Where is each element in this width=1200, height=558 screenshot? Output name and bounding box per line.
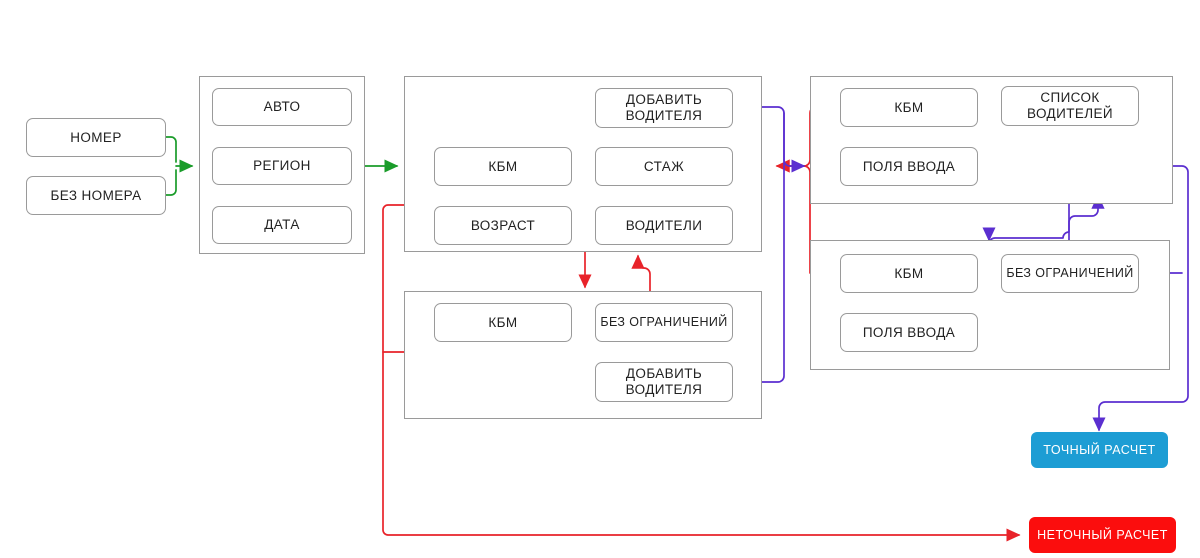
unlimited-field-bez-ogranicheniy-label: БЕЗ ОГРАНИЧЕНИЙ xyxy=(600,315,728,330)
owner-field-spisok-voditeley-label: СПИСОК ВОДИТЕЛЕЙ xyxy=(1026,89,1114,121)
owner-unlimited-field-polya-vvoda[interactable]: ПОЛЯ ВВОДА xyxy=(840,313,978,352)
owner-field-polya-vvoda-label: ПОЛЯ ВВОДА xyxy=(862,158,956,174)
wire-beznomera-to-vehicle xyxy=(165,169,177,196)
owner-field-kbm[interactable]: КБМ xyxy=(840,88,978,127)
drivers-field-voditeli-label: ВОДИТЕЛИ xyxy=(625,217,703,233)
drivers-field-kbm-label: КБМ xyxy=(488,158,518,174)
vehicle-field-date-label: ДАТА xyxy=(264,217,300,233)
unlimited-field-kbm-label: КБМ xyxy=(488,314,518,330)
drivers-field-vozrast[interactable]: ВОЗРАСТ xyxy=(434,206,572,245)
vehicle-field-date[interactable]: ДАТА xyxy=(212,206,352,244)
inexact-calculation-button[interactable]: НЕТОЧНЫЙ РАСЧЕТ xyxy=(1029,517,1176,553)
entry-option-beznomera-label: БЕЗ НОМЕРА xyxy=(50,187,142,203)
vehicle-field-auto-label: АВТО xyxy=(263,99,301,115)
drivers-field-kbm[interactable]: КБМ xyxy=(434,147,572,186)
unlimited-add-driver[interactable]: ДОБАВИТЬ ВОДИТЕЛЯ xyxy=(595,362,733,402)
drivers-field-stazh[interactable]: СТАЖ xyxy=(595,147,733,186)
vehicle-field-region[interactable]: РЕГИОН xyxy=(212,147,352,185)
entry-option-nomer[interactable]: НОМЕР xyxy=(26,118,166,157)
wire-nomer-to-vehicle xyxy=(165,136,177,163)
unlimited-field-kbm[interactable]: КБМ xyxy=(434,303,572,342)
owner-unlimited-field-bez-ogranicheniy[interactable]: БЕЗ ОГРАНИЧЕНИЙ xyxy=(1001,254,1139,293)
drivers-field-stazh-label: СТАЖ xyxy=(643,158,685,174)
unlimited-field-bez-ogranicheniy[interactable]: БЕЗ ОГРАНИЧЕНИЙ xyxy=(595,303,733,342)
vehicle-field-region-label: РЕГИОН xyxy=(253,158,311,174)
drivers-add-driver-label: ДОБАВИТЬ ВОДИТЕЛЯ xyxy=(625,91,703,123)
owner-unlimited-field-kbm-label: КБМ xyxy=(894,265,924,281)
entry-option-nomer-label: НОМЕР xyxy=(70,129,122,145)
exact-calculation-button[interactable]: ТОЧНЫЙ РАСЧЕТ xyxy=(1031,432,1168,468)
entry-option-beznomera[interactable]: БЕЗ НОМЕРА xyxy=(26,176,166,215)
owner-field-spisok-voditeley[interactable]: СПИСОК ВОДИТЕЛЕЙ xyxy=(1001,86,1139,126)
owner-field-polya-vvoda[interactable]: ПОЛЯ ВВОДА xyxy=(840,147,978,186)
owner-field-kbm-label: КБМ xyxy=(894,99,924,115)
owner-unlimited-field-bez-ogranicheniy-label: БЕЗ ОГРАНИЧЕНИЙ xyxy=(1006,266,1134,281)
inexact-calculation-label: НЕТОЧНЫЙ РАСЧЕТ xyxy=(1037,528,1168,542)
unlimited-add-driver-label: ДОБАВИТЬ ВОДИТЕЛЯ xyxy=(625,365,703,397)
drivers-field-vozrast-label: ВОЗРАСТ xyxy=(470,217,536,233)
exact-calculation-label: ТОЧНЫЙ РАСЧЕТ xyxy=(1043,443,1156,457)
drivers-field-voditeli[interactable]: ВОДИТЕЛИ xyxy=(595,206,733,245)
owner-unlimited-field-polya-vvoda-label: ПОЛЯ ВВОДА xyxy=(862,324,956,340)
vehicle-field-auto[interactable]: АВТО xyxy=(212,88,352,126)
owner-unlimited-field-kbm[interactable]: КБМ xyxy=(840,254,978,293)
drivers-add-driver[interactable]: ДОБАВИТЬ ВОДИТЕЛЯ xyxy=(595,88,733,128)
